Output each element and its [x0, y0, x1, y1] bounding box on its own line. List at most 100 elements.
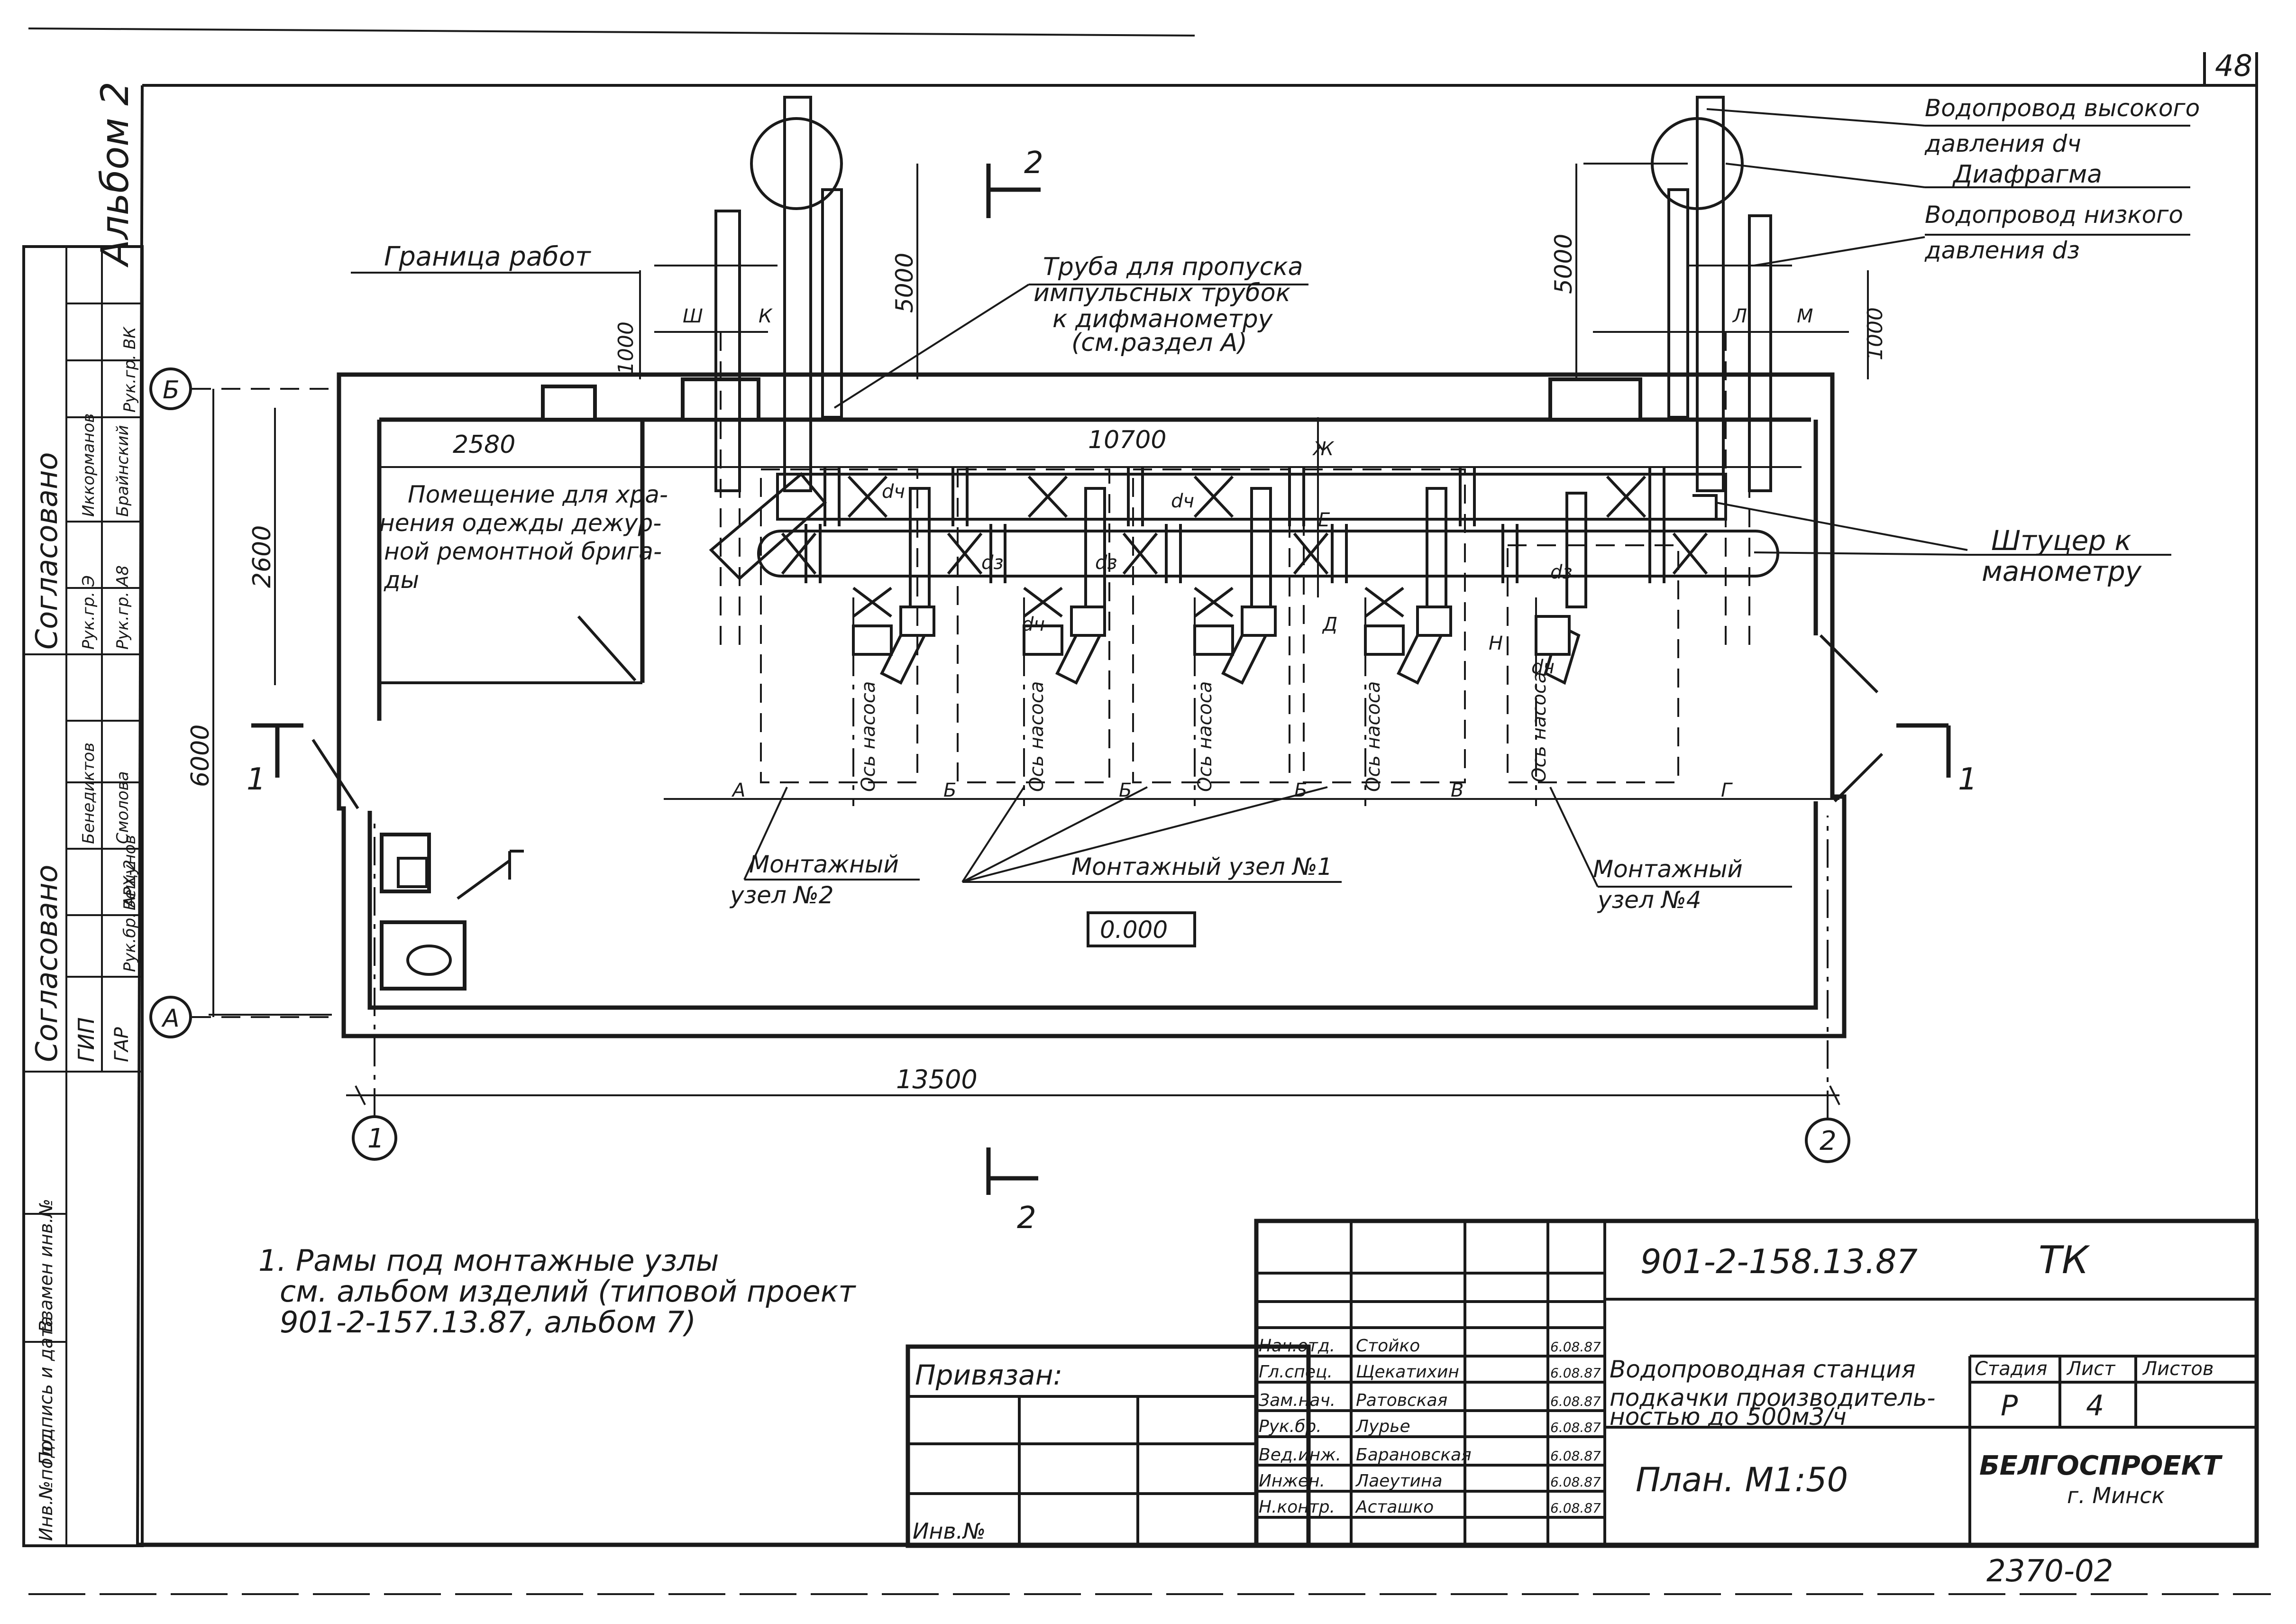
svg-text:Д: Д — [1322, 614, 1337, 635]
signature-date: 6.08.87 — [1550, 1394, 1601, 1409]
svg-text:Труба для пропуска: Труба для пропуска — [1043, 253, 1303, 281]
svg-text:dз: dз — [1095, 552, 1117, 574]
signature-role: Зам.нач. — [1259, 1391, 1336, 1410]
svg-text:импульсных трубок: импульсных трубок — [1034, 279, 1291, 307]
lp-main-label: Водопровод низкого давления dз — [1924, 201, 2183, 264]
signature-date: 6.08.87 — [1550, 1448, 1601, 1464]
svg-text:ной ремонтной брига-: ной ремонтной брига- — [384, 538, 662, 565]
svg-text:см. альбом изделий (типовой пр: см. альбом изделий (типовой проект — [280, 1274, 856, 1309]
signature-rows: Нач.отд. Стойко 6.08.87 Гл.спец. Щекатих… — [1259, 1336, 1601, 1517]
signature-date: 6.08.87 — [1550, 1500, 1601, 1516]
side-stamp — [22, 245, 144, 1547]
side-cell: Брайнский — [113, 425, 132, 517]
side-cell: Иккорманов — [79, 413, 98, 517]
svg-text:подкачки производитель-: подкачки производитель- — [1610, 1384, 1935, 1412]
svg-text:dч: dч — [1531, 656, 1555, 678]
svg-text:М: М — [1797, 305, 1813, 327]
side-cell: Рук.гр. Э — [79, 575, 98, 650]
svg-text:ностью до 500м3/ч: ностью до 500м3/ч — [1610, 1403, 1847, 1431]
svg-text:Водопровод высокого: Водопровод высокого — [1925, 94, 2200, 122]
sheets-header: Листов — [2142, 1358, 2214, 1380]
signature-name: Лурье — [1355, 1417, 1410, 1436]
dim-6000: 6000 — [186, 725, 215, 787]
drawing-mark: ТК — [2039, 1238, 2090, 1282]
section-1-left: 1 — [247, 762, 266, 797]
side-cell: Смолова — [113, 771, 132, 844]
svg-text:давления dч: давления dч — [1924, 130, 2081, 157]
page-number: 48 — [2215, 48, 2252, 83]
pump-axis-label: Ось насоса — [1528, 672, 1550, 782]
svg-text:dз: dз — [981, 552, 1004, 574]
svg-text:Водопроводная станция: Водопроводная станция — [1610, 1356, 1916, 1383]
archive-number: 2370-02 — [1986, 1554, 2113, 1589]
signature-role: Инжен. — [1259, 1471, 1325, 1491]
inv-label: Инв.№ — [913, 1518, 986, 1544]
side-cell: ГИП — [73, 1017, 99, 1062]
side-cell: Бенедиктов — [79, 743, 98, 844]
signature-date: 6.08.87 — [1550, 1420, 1601, 1435]
svg-text:Б: Б — [1119, 780, 1132, 801]
side-cell: ГАР — [111, 1027, 133, 1062]
sheet-no-value: 4 — [2086, 1389, 2104, 1422]
dim-5000-right: 5000 — [1550, 234, 1577, 294]
svg-text:Водопровод низкого: Водопровод низкого — [1925, 201, 2183, 229]
signature-name: Стойко — [1356, 1336, 1420, 1356]
unit4-label: Монтажный узел №4 — [1593, 855, 1743, 914]
signature-date: 6.08.87 — [1550, 1365, 1601, 1381]
diaphragm-label: Диафрагма — [1952, 160, 2102, 189]
signature-role: Рук.бр. — [1259, 1417, 1322, 1436]
axis-label-a: А — [161, 1004, 180, 1033]
signature-role: Н.контр. — [1259, 1497, 1335, 1517]
fitting-label: Штуцер к манометру — [1982, 524, 2142, 587]
svg-text:Б: Б — [943, 780, 956, 801]
side-inv-orig: Инв.№подл. — [36, 1428, 56, 1541]
album-label: Альбом 2 — [93, 82, 137, 268]
unit2-label: Монтажный узел №2 — [729, 851, 899, 909]
dim-1000-left: 1000 — [614, 321, 638, 375]
svg-text:Л: Л — [1732, 305, 1747, 327]
section-marks — [251, 164, 1951, 1195]
svg-text:Ш: Ш — [683, 305, 703, 327]
svg-text:dч: dч — [882, 481, 905, 503]
svg-text:давления dз: давления dз — [1924, 237, 2080, 264]
designation: 901-2-158.13.87 — [1640, 1242, 1918, 1281]
bound-label: Привязан: — [915, 1359, 1062, 1391]
signature-date: 6.08.87 — [1550, 1339, 1601, 1355]
axis-label-b: Б — [163, 376, 180, 404]
signature-role: Вед.инж. — [1259, 1445, 1341, 1465]
grid-axes — [149, 367, 1850, 1163]
svg-text:к дифманометру: к дифманометру — [1052, 305, 1273, 333]
pump-axis-label: Ось насоса — [1026, 681, 1048, 792]
dim-13500: 13500 — [896, 1064, 978, 1094]
svg-text:Н: Н — [1489, 633, 1503, 654]
room-label: Помещение для хра- нения одежды дежур- н… — [379, 481, 668, 594]
side-agreed-header-2: Согласовано — [29, 865, 64, 1062]
elevation-mark: 0.000 — [1100, 916, 1168, 944]
signature-name: Щекатихин — [1356, 1362, 1459, 1382]
sheet-header: Лист — [2066, 1358, 2116, 1380]
side-agreed-header: Согласовано — [29, 452, 64, 650]
signature-role: Гл.спец. — [1259, 1362, 1333, 1382]
unit1-label: Монтажный узел №1 — [1071, 853, 1332, 881]
side-cell: Рук.бр. АРХ-2 — [120, 860, 139, 972]
side-cell: Вещунов — [120, 835, 139, 910]
svg-text:узел №4: узел №4 — [1597, 886, 1701, 914]
stage-value: Р — [2001, 1389, 2018, 1422]
side-replace-inv: Взамен инв.№ — [36, 1199, 56, 1332]
dim-10700: 10700 — [1088, 426, 1166, 454]
svg-text:ды: ды — [384, 566, 419, 594]
section-2-top: 2 — [1024, 146, 1043, 181]
piping — [709, 96, 1968, 685]
axis-label-1: 1 — [367, 1123, 384, 1154]
svg-text:В: В — [1451, 780, 1464, 801]
pump-axis-label: Ось насоса — [1194, 681, 1216, 792]
stage-header: Стадия — [1975, 1358, 2047, 1380]
dim-2600: 2600 — [248, 525, 276, 588]
leader-lines — [351, 108, 2190, 888]
signature-name: Асташко — [1355, 1497, 1434, 1517]
elevation-box — [1087, 911, 1196, 947]
signature-name: Барановская — [1356, 1445, 1472, 1465]
city: г. Минск — [2067, 1483, 2165, 1508]
signature-date: 6.08.87 — [1550, 1474, 1601, 1490]
svg-text:узел №2: узел №2 — [729, 881, 834, 909]
